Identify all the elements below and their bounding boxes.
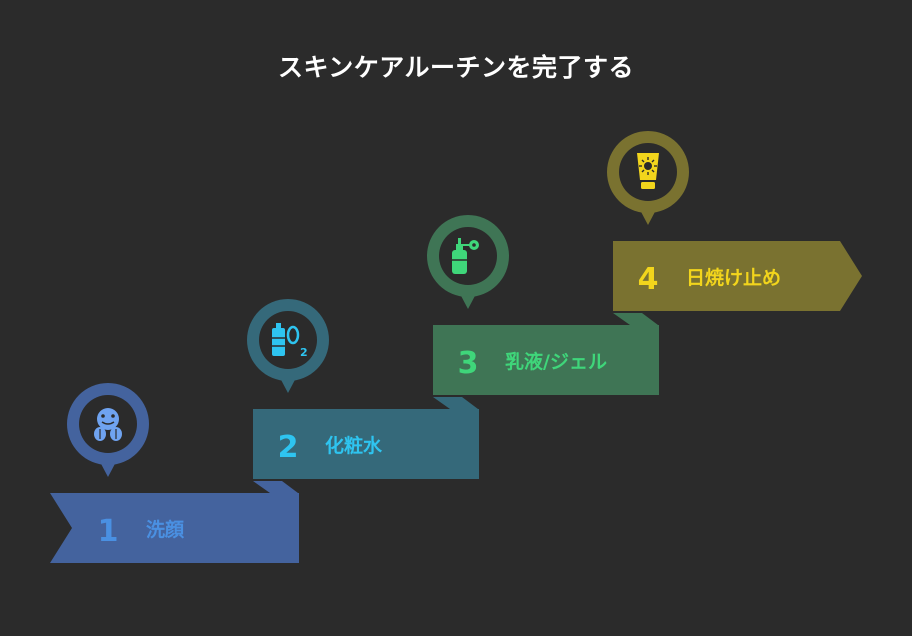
lotion-pump-icon [452,238,479,274]
toner-bottle-icon: 2 [272,323,308,359]
step-3-number: 3 [458,346,479,381]
step-4-pin [607,131,689,225]
step-2-pin: 2 [247,299,329,393]
step-2-number: 2 [278,430,299,465]
step-4-ribbon [613,241,862,311]
step-1: 1 洗顔 [50,383,299,563]
step-1-ribbon [50,493,299,563]
step-4-fold [613,313,658,325]
svg-text:2: 2 [300,346,308,359]
sunscreen-tube-icon [637,153,659,189]
face-wash-icon [94,408,122,441]
step-2-label: 化粧水 [325,434,383,457]
step-2: 2 化粧水 2 [247,299,479,493]
step-3-label: 乳液/ジェル [505,350,607,373]
step-3-pin [427,215,509,309]
step-1-number: 1 [98,514,119,549]
step-4-number: 4 [638,262,659,297]
step-2-ribbon [253,409,479,479]
step-4-label: 日焼け止め [686,266,781,289]
step-2-fold [253,481,298,493]
step-3: 3 乳液/ジェル [427,215,659,409]
step-1-pin [67,383,149,477]
step-3-fold [433,397,478,409]
step-1-label: 洗顔 [146,518,185,541]
step-4: 4 日焼け止め [607,131,862,325]
step-3-ribbon [433,325,659,395]
diagram-title: スキンケアルーチンを完了する [277,53,634,82]
